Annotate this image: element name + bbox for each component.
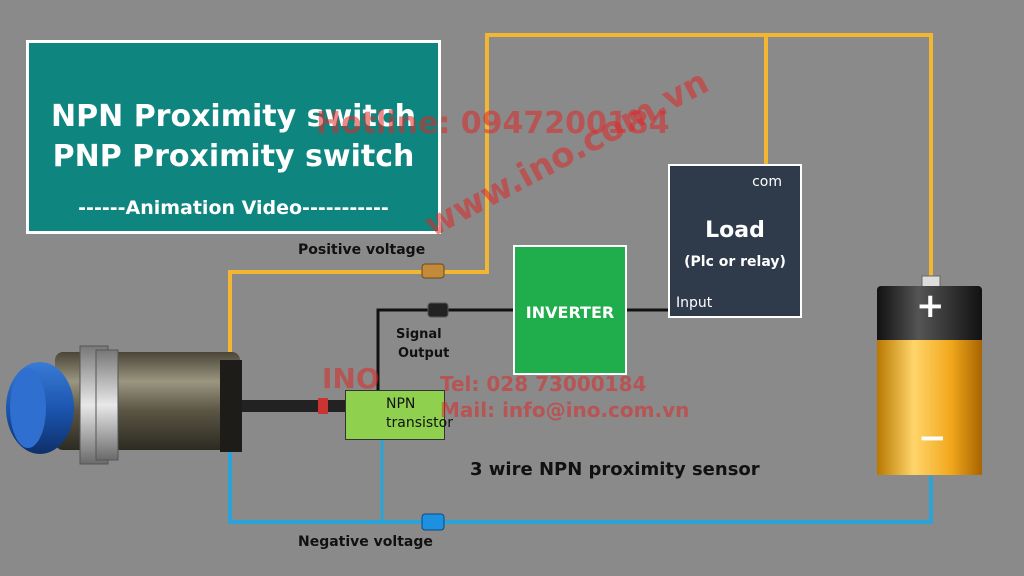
negative-voltage-label: Negative voltage — [298, 534, 433, 550]
battery-minus-sign: − — [918, 418, 947, 458]
watermark-logo: INO — [322, 362, 380, 395]
sensor-cable — [236, 400, 346, 412]
load-subtitle: (Plc or relay) — [684, 254, 786, 270]
positive-current-marker — [421, 263, 445, 279]
inverter-label: INVERTER — [525, 303, 615, 322]
negative-wire — [228, 452, 933, 524]
title-line-npn: NPN Proximity switch — [51, 99, 416, 134]
inverter-block: INVERTER — [513, 245, 627, 375]
signal-wire — [376, 308, 513, 392]
positive-wire — [228, 33, 933, 360]
load-title: Load — [705, 218, 765, 243]
transistor-label-2: transistor — [386, 415, 453, 431]
title-subtitle: ------Animation Video----------- — [78, 197, 389, 219]
watermark-hotline: Hotline: 0947200184 — [316, 106, 670, 141]
title-box: NPN Proximity switch PNP Proximity switc… — [26, 40, 441, 234]
load-block: com Load (Plc or relay) Input — [668, 164, 802, 318]
signal-output-label-1: Signal — [396, 327, 442, 342]
signal-current-marker — [427, 302, 449, 318]
diagram-caption: 3 wire NPN proximity sensor — [470, 459, 760, 480]
title-line-pnp: PNP Proximity switch — [52, 139, 415, 174]
transistor-label-1: NPN — [386, 396, 416, 412]
battery-plus-sign: + — [916, 286, 945, 326]
load-input-label: Input — [676, 295, 713, 311]
proximity-sensor — [6, 345, 242, 465]
battery — [877, 275, 982, 475]
watermark-mail: Mail: info@ino.com.vn — [440, 398, 690, 422]
positive-voltage-label: Positive voltage — [298, 242, 426, 258]
watermark-tel: Tel: 028 73000184 — [440, 372, 647, 396]
signal-output-label-2: Output — [398, 346, 450, 361]
load-com-label: com — [752, 174, 782, 190]
negative-current-marker — [421, 513, 445, 531]
npn-transistor-block: NPN transistor — [345, 390, 453, 440]
